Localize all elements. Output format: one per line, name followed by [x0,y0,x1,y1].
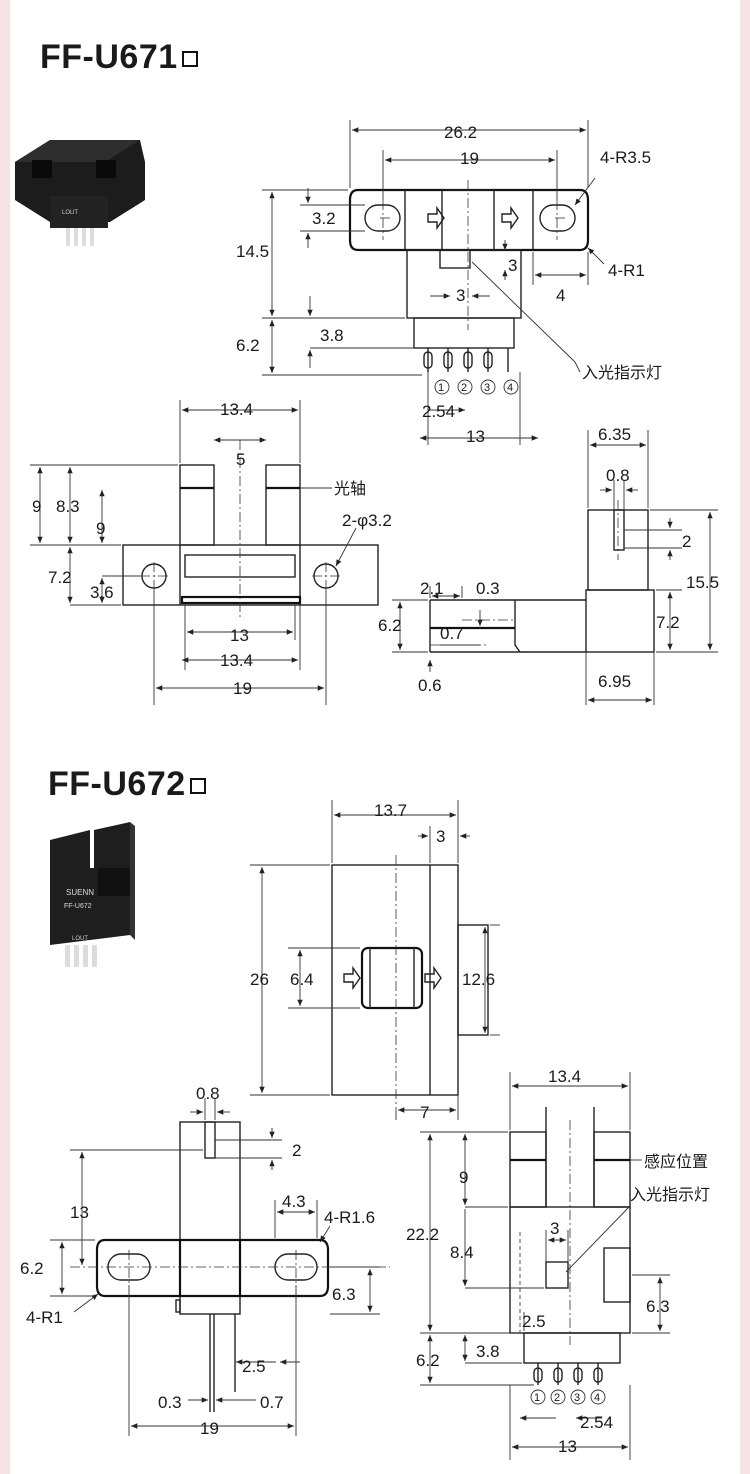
dim-r1: 4-R1 [26,1308,63,1327]
dim-side-695: 6.95 [598,672,631,691]
dim-r16: 4-R1.6 [324,1208,375,1227]
u671-side-view: 6.35 0.8 2 15.5 7.2 6.95 2.1 [378,425,719,705]
u672-left-view: 0.8 2 13 4.3 4-R1.6 6.2 4-R1 6.3 [20,1084,390,1438]
dim-width-19: 19 [200,1419,219,1438]
dim-w07: 0.7 [260,1393,284,1412]
dim-side-2: 2 [682,532,691,551]
pin-number: 1 [534,1392,540,1404]
dim-side-07: 0.7 [440,624,464,643]
dim-front-63: 6.3 [646,1297,670,1316]
dim-front-h1: 9 [32,497,41,516]
dim-front-13: 13 [230,626,249,645]
photo-model: FF-U672 [64,903,92,910]
u672-top-view: 13.7 3 26 6.4 12.6 7 [250,800,500,1122]
dim-front-width: 13.4 [220,400,253,419]
dim-slit: 0.8 [196,1084,220,1103]
dim-pin-pitch: 2.54 [422,402,455,421]
sense-label: 感应位置 [644,1152,708,1171]
dim-slit-2: 2 [292,1141,301,1160]
dim-front-width-672: 13.4 [548,1067,581,1086]
dim-side-top: 6.35 [598,425,631,444]
drawing-canvas: LOUT [15,120,719,1460]
dim-front-84: 8.4 [450,1243,474,1262]
pin-number: 2 [461,382,467,394]
pin-number: 3 [484,382,490,394]
pin-number: 3 [574,1392,580,1404]
axis-label: 光轴 [334,479,366,498]
photo-label: LOUT [62,210,78,216]
dim-side-06: 0.6 [418,676,442,695]
dim-side-21: 2.1 [420,579,444,598]
dim-front-222: 22.2 [406,1225,439,1244]
dim-front-h3: 9 [96,519,105,538]
led-label: 入光指示灯 [582,363,662,382]
dim-led-offset: 3 [456,286,465,305]
dim-hole-radius: 4-R3.5 [600,148,651,167]
dim-side-62: 6.2 [378,616,402,635]
pin-number: 4 [594,1392,600,1404]
dim-lead-length: 6.2 [236,336,260,355]
dim-flange-h: 7.2 [48,568,72,587]
dim-side-72: 7.2 [656,613,680,632]
datasheet-sheet: FF-U671 FF-U672 LOUT [10,0,740,1474]
product-photo-u671: LOUT [15,140,145,246]
dim-bottom-7: 7 [420,1103,429,1122]
dim-top-width: 13.7 [374,801,407,820]
dim-side-03: 0.3 [476,579,500,598]
dim-front-19: 19 [233,679,252,698]
pin-number: 1 [438,382,444,394]
dim-front-3: 3 [550,1219,559,1238]
u671-front-view: 13.4 5 9 8.3 9 光轴 2-φ3.2 7.2 3.6 13 [30,400,392,705]
dim-mount-holes: 2-φ3.2 [342,511,392,530]
dim-front-h2: 8.3 [56,497,80,516]
dim-total-width: 26.2 [444,123,477,142]
u671-top-view: 26.2 19 4-R3.5 4-R1 3.2 14.5 6.2 3.8 [236,120,662,446]
dim-led-size: 3 [508,256,517,275]
dim-lead-body: 3.8 [320,326,344,345]
dim-tab: 4 [556,286,565,305]
title-box-icon [181,51,198,68]
dim-h63: 6.3 [332,1285,356,1304]
dim-side-h: 15.5 [686,573,719,592]
dim-pin-span: 13 [466,427,485,446]
u672-right-view: 13.4 感应位置 入光指示灯 22.2 9 8.4 3 6.3 2.5 [406,1067,710,1460]
dim-front-62-672: 6.2 [416,1351,440,1370]
dim-front-25: 2.5 [522,1312,546,1331]
dim-height-26: 26 [250,970,269,989]
dim-top-3: 3 [436,827,445,846]
photo-brand: SUENN [66,888,94,897]
dim-flange-62: 6.2 [20,1259,44,1278]
dim-side-slit: 0.8 [606,466,630,485]
pin-number: 2 [554,1392,560,1404]
dim-pin-pitch-672: 2.54 [580,1413,613,1432]
dim-hole-height: 3.2 [312,209,336,228]
dim-hole-pitch: 19 [460,149,479,168]
dim-front-134: 13.4 [220,651,253,670]
dim-h13: 13 [70,1203,89,1222]
dim-w25: 2.5 [242,1357,266,1376]
dim-w03: 0.3 [158,1393,182,1412]
model-title-u671: FF-U671 [40,38,198,77]
dim-height: 14.5 [236,242,269,261]
dim-flange-half: 3.6 [90,583,114,602]
pin-number: 4 [507,382,513,394]
model-title-u672: FF-U672 [48,765,206,804]
dim-w43: 4.3 [282,1192,306,1211]
dim-front-h9: 9 [459,1168,468,1187]
dim-pin-span-672: 13 [558,1437,577,1456]
dim-front-38: 3.8 [476,1342,500,1361]
product-photo-u672: SUENN FF-U672 LOUT [50,822,135,967]
dim-hole-h: 6.4 [290,970,314,989]
dim-slot: 5 [236,450,245,469]
photo-label: LOUT [72,936,88,942]
dim-side-126: 12.6 [462,970,495,989]
led-label-672: 入光指示灯 [630,1185,710,1204]
title-box-icon [189,778,206,795]
dim-corner-radius: 4-R1 [608,261,645,280]
